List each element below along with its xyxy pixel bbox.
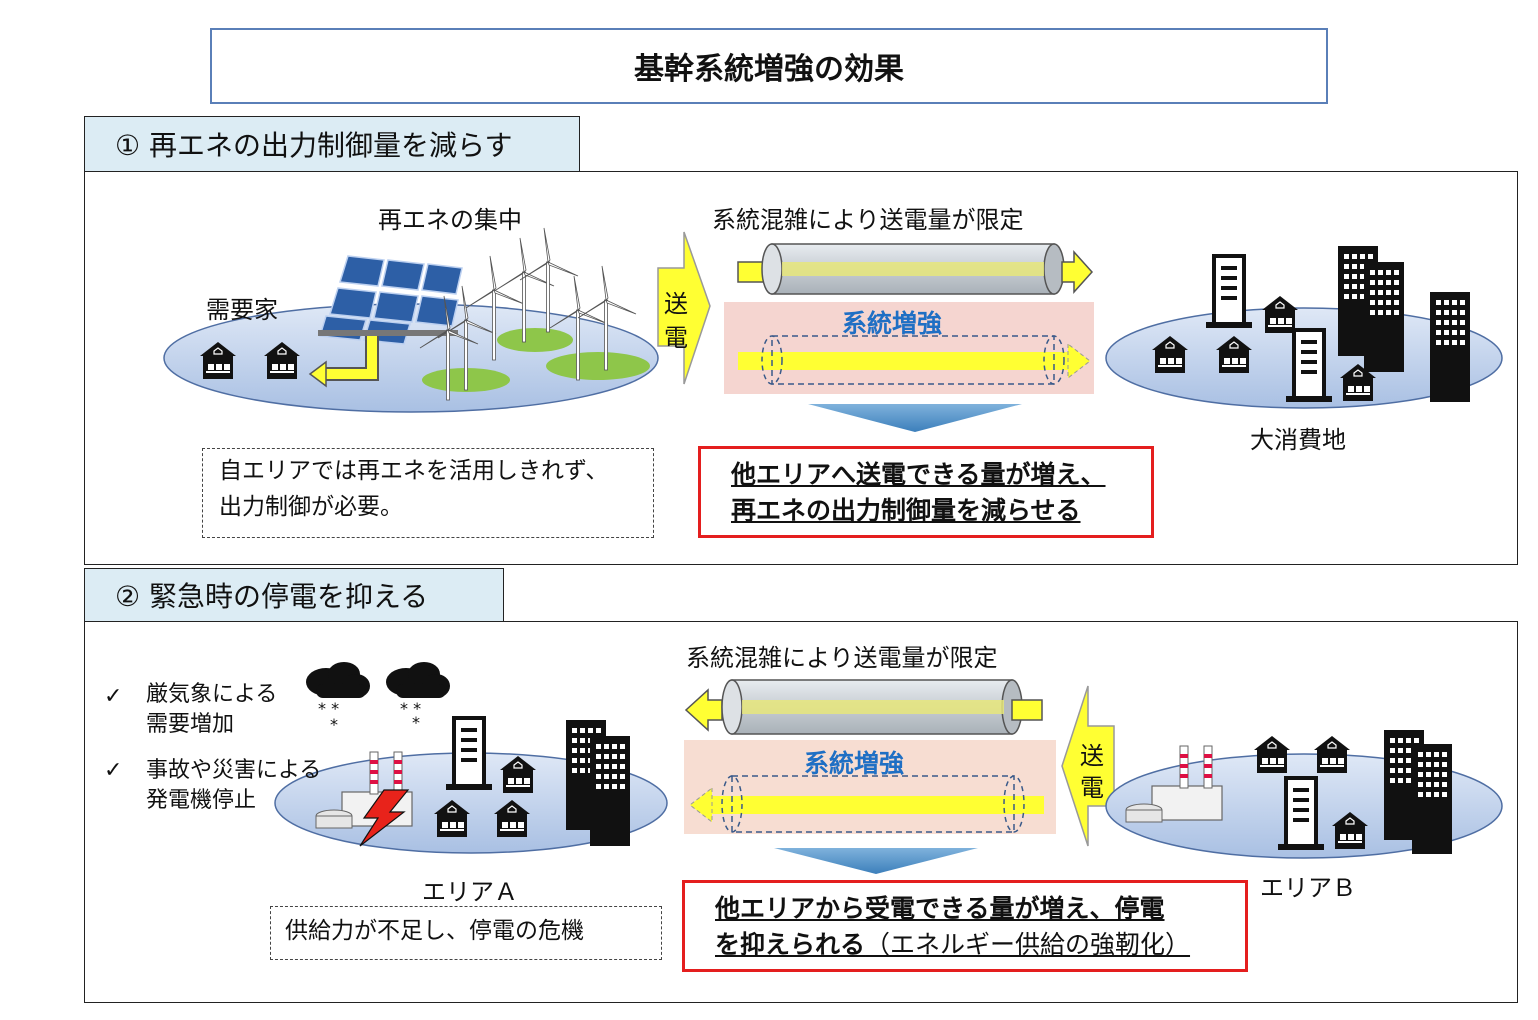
renewables-label: 再エネの集中 — [378, 206, 522, 234]
result1-line1: 他エリアへ送電できる量が増え、 — [731, 460, 1106, 489]
new-line-pipe-2 — [721, 775, 1025, 833]
congestion-label-1: 系統混雑により送電量が限定 — [712, 206, 1024, 234]
check-mark-1: ✓ — [104, 684, 123, 709]
section2-result: 他エリアから受電できる量が増え、停電 を抑えられる（エネルギー供給の強靭化） — [682, 880, 1248, 972]
check-item-2: 事故や災害による 発電機停止 — [146, 758, 322, 813]
reinforcement-band-1 — [724, 302, 1094, 394]
section1-note: 自エリアでは再エネを活用しきれず、 出力制御が必要。 — [202, 448, 654, 538]
solar-panel-icon — [318, 255, 463, 345]
existing-line-pipe-1 — [761, 243, 1065, 295]
section1-result: 他エリアへ送電できる量が増え、 再エネの出力制御量を減らせる — [698, 446, 1154, 538]
note-line2: 出力制御が必要。 — [219, 494, 403, 520]
lightning-icon — [359, 789, 410, 847]
section1-tab: ① 再エネの出力制御量を減らす — [84, 116, 580, 172]
reinforcement-label-1: 系統増強 — [842, 309, 943, 338]
svg-text:* *: * * — [318, 699, 339, 718]
down-arrow-2 — [774, 848, 978, 874]
result1-line2: 再エネの出力制御量を減らせる — [731, 496, 1081, 525]
reinforcement-label-2: 系統増強 — [804, 749, 905, 778]
office-building-icon — [1204, 254, 1254, 330]
svg-text:*: * — [330, 715, 338, 734]
result2-line1: 他エリアから受電できる量が増え、停電 — [715, 894, 1165, 923]
area-b-label: エリアＢ — [1260, 874, 1356, 902]
section2-note: 供給力が不足し、停電の危機 — [270, 906, 662, 960]
check-item-1: 厳気象による 需要増加 — [146, 682, 278, 737]
reinforcement-band-2 — [684, 740, 1056, 834]
big-consumer-label: 大消費地 — [1250, 426, 1346, 454]
section2-panel — [84, 621, 1518, 1003]
area-a-label: エリアＡ — [422, 878, 518, 906]
section2-tab: ② 緊急時の停電を抑える — [84, 568, 504, 622]
check-mark-2: ✓ — [104, 758, 123, 783]
snow-cloud-icon — [306, 662, 370, 698]
congestion-label-2: 系統混雑により送電量が限定 — [686, 644, 998, 672]
send-label-1a: 送 — [664, 290, 688, 318]
send-arrow-1 — [657, 231, 711, 385]
page-title: 基幹系統増強の効果 — [210, 28, 1328, 104]
send-label-2a: 送 — [1080, 742, 1104, 770]
existing-line-pipe-2 — [721, 679, 1023, 735]
result2-line2-normal: （エネルギー供給の強靭化） — [865, 930, 1191, 959]
note-line1: 自エリアでは再エネを活用しきれず、 — [219, 458, 609, 484]
new-line-pipe-1 — [761, 335, 1065, 385]
send-label-2b: 電 — [1080, 774, 1104, 802]
consumers-label: 需要家 — [206, 296, 278, 324]
section1-panel — [84, 171, 1518, 565]
send-label-1b: 電 — [664, 324, 688, 352]
down-arrow-1 — [808, 404, 1022, 432]
svg-text:*: * — [412, 713, 420, 732]
result2-line2-bold: を抑えられる — [715, 930, 866, 959]
svg-text:* *: * * — [400, 699, 421, 718]
